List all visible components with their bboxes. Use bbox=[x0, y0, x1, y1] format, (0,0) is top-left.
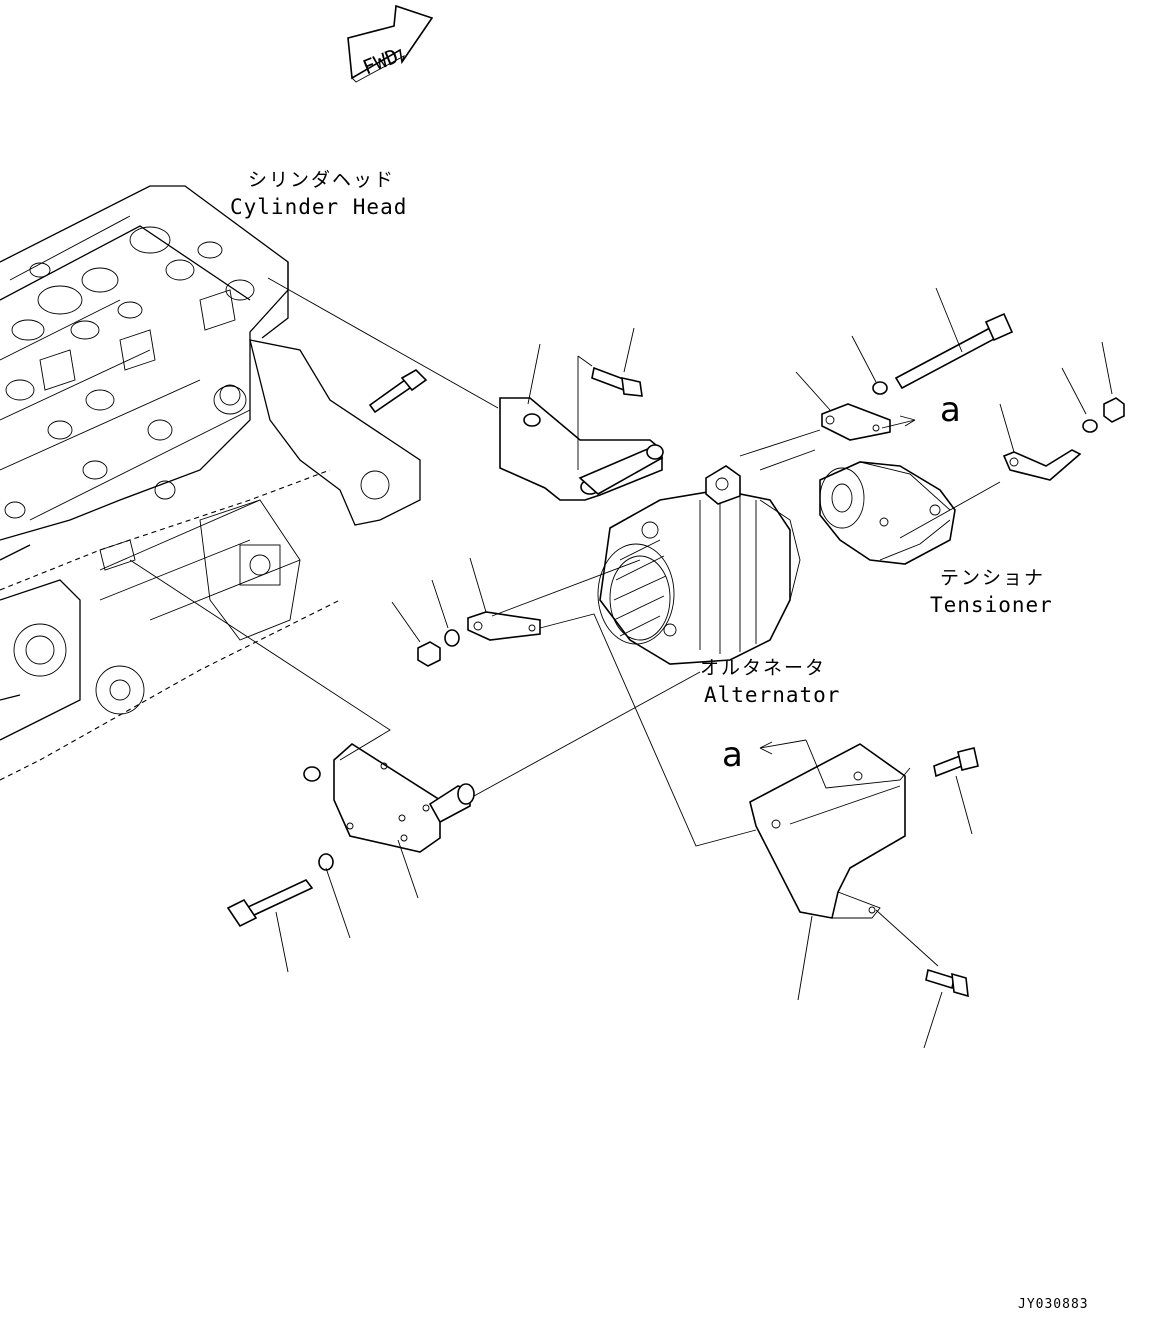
tensioner-stay bbox=[1002, 449, 1082, 481]
long-bolt bbox=[894, 312, 1014, 390]
fwd-arrow-icon: FWD bbox=[347, 4, 434, 83]
upper-bracket bbox=[499, 397, 664, 501]
nut-plate bbox=[303, 766, 321, 782]
nut-mid-left bbox=[417, 641, 441, 667]
washer-top bbox=[872, 381, 888, 395]
washer-mid-left bbox=[444, 629, 460, 647]
cover-plate bbox=[749, 743, 906, 919]
nut-right bbox=[1103, 397, 1125, 423]
upper-bolt bbox=[591, 366, 643, 397]
drawing-code: JY030883 bbox=[1018, 1297, 1089, 1312]
mount-plate bbox=[333, 743, 475, 853]
cover-bolt-bottom bbox=[925, 968, 969, 998]
engine-block bbox=[0, 185, 421, 781]
cylinder-head-label-en: Cylinder Head bbox=[230, 195, 407, 219]
stay-top bbox=[821, 403, 891, 441]
washer-right bbox=[1082, 419, 1098, 433]
ref-a-bottom: a bbox=[722, 735, 743, 775]
tensioner-label-en: Tensioner bbox=[930, 593, 1053, 617]
cover-bolt-top bbox=[933, 747, 979, 778]
alternator bbox=[597, 465, 801, 665]
lower-bolt bbox=[226, 879, 314, 928]
tensioner-label-jp: テンショナ bbox=[940, 567, 1045, 589]
tensioner bbox=[819, 461, 956, 565]
alternator-label-jp: オルタネータ bbox=[700, 657, 826, 679]
alternator-label-en: Alternator bbox=[704, 683, 840, 707]
cylinder-head-label-jp: シリンダヘッド bbox=[248, 169, 395, 191]
ref-a-top: a bbox=[940, 390, 961, 430]
stay-mid bbox=[467, 611, 541, 641]
washer-lower bbox=[318, 853, 334, 871]
engine-mount-bolt bbox=[368, 369, 428, 414]
